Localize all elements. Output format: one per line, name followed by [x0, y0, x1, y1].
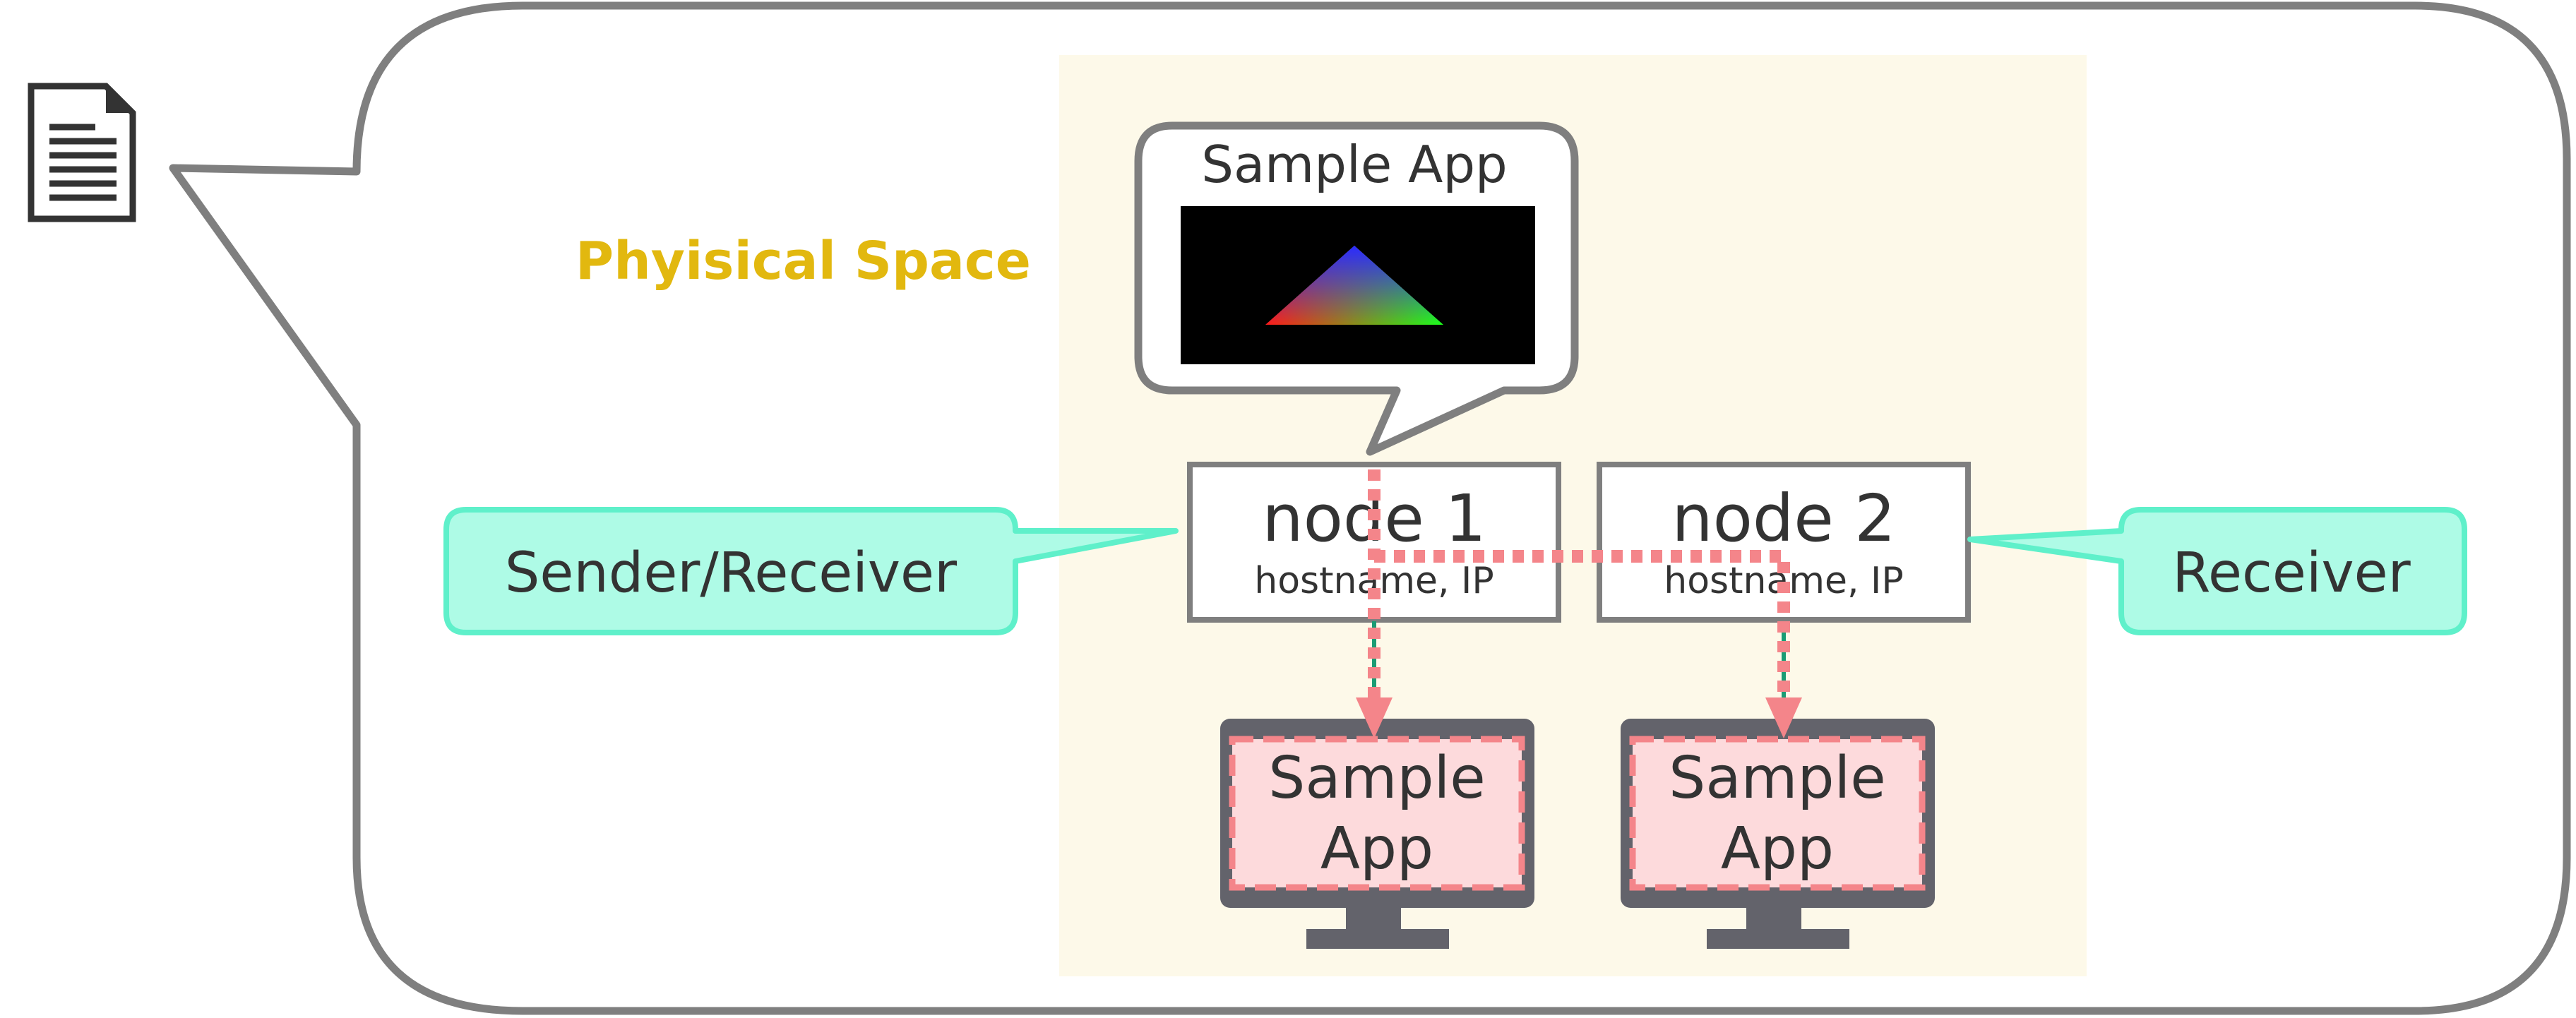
- sender-receiver-label: Sender/Receiver: [505, 541, 958, 605]
- receiver-label: Receiver: [2172, 541, 2411, 605]
- monitor-2-screen: [1629, 736, 1926, 891]
- physical-space-label: Phyisical Space: [576, 231, 1031, 292]
- sender-receiver-callout: Sender/Receiver: [443, 507, 1179, 635]
- receiver-callout: Receiver: [1967, 507, 2467, 635]
- monitor-2-line2: App: [1721, 815, 1834, 882]
- document-icon: [28, 83, 136, 222]
- monitor-2-line1: Sample: [1669, 745, 1885, 812]
- monitor-1-base: [1306, 929, 1449, 949]
- monitor-1-line1: Sample: [1268, 745, 1485, 812]
- monitor-2-base: [1707, 929, 1849, 949]
- monitor-icon: Sample App: [1621, 719, 1935, 949]
- route-arrow-1: [1356, 697, 1393, 738]
- node-2-name: node 2: [1671, 481, 1895, 556]
- node-2-box: node 2 hostname, IP: [1597, 462, 1971, 623]
- monitor-icon: Sample App: [1220, 719, 1534, 949]
- app-callout-title: Sample App: [1201, 135, 1508, 194]
- monitor-1-screen: [1229, 736, 1525, 891]
- monitor-1-stand: [1346, 908, 1401, 929]
- route-arrow-2: [1765, 697, 1802, 738]
- monitor-2-stand: [1746, 908, 1801, 929]
- gradient-triangle-icon: [1265, 246, 1443, 325]
- monitor-1-line2: App: [1320, 815, 1433, 882]
